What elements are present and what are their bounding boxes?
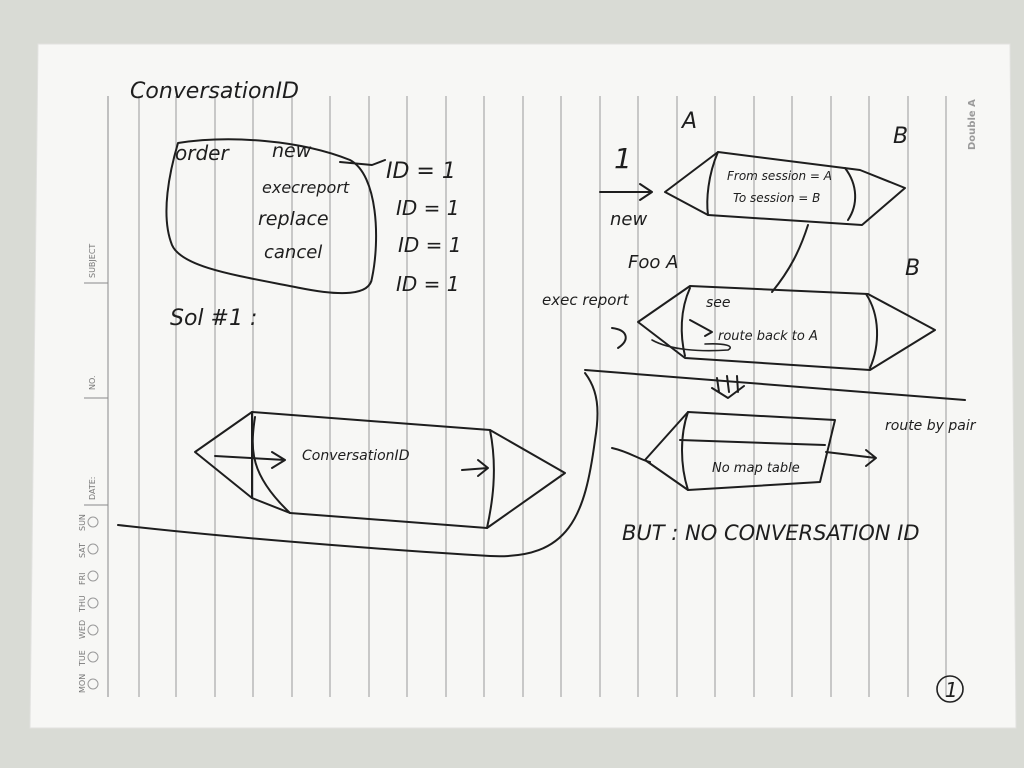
session-label-b: B [893, 124, 908, 149]
weekday-label: TUE [78, 650, 87, 667]
enclosure-curve [117, 372, 599, 558]
new-to-id-arrow [339, 159, 386, 166]
subject-label: SUBJECT [88, 244, 97, 278]
left-sweep [611, 447, 651, 463]
session-link-curve [771, 224, 809, 293]
route-back-text: route back to A [718, 329, 818, 344]
map-table-inner [681, 411, 689, 491]
id-value: ID = 1 [396, 272, 460, 296]
message-type-cancel: cancel [264, 242, 322, 263]
weekday-circle [87, 597, 99, 609]
route-pair-arrow [825, 449, 877, 467]
id-value: ID = 1 [396, 196, 460, 220]
date-label: DATE: [88, 476, 97, 500]
weekday-circle [87, 543, 99, 555]
page-number: 1 [945, 678, 958, 702]
weekday-label: SUN [78, 514, 87, 531]
session-label-a: A [680, 109, 697, 134]
weekday-label: SAT [78, 543, 87, 558]
weekday-circle [87, 678, 99, 690]
weekday-circle [87, 624, 99, 636]
message-type-execreport: execreport [262, 178, 350, 197]
message-type-replace: replace [258, 208, 329, 230]
see-text: see [706, 295, 731, 311]
session-pipe-middle-right [865, 293, 879, 369]
no-label: NO. [88, 376, 97, 391]
session-label-b2: B [905, 256, 920, 281]
pipe-arrow-in [214, 451, 286, 469]
pipe-arrow-out [461, 459, 489, 477]
from-session: From session = A [727, 169, 832, 183]
to-session: To session = B [733, 191, 820, 205]
session-pipe-top [664, 151, 906, 226]
map-table-top [679, 439, 826, 446]
down-arrows [711, 375, 745, 399]
foo-label: Foo A [628, 252, 678, 273]
id-value: ID = 1 [386, 159, 456, 184]
message-types-blob [165, 138, 378, 295]
exec-label: exec report [542, 291, 630, 309]
pipe-right-cap [486, 429, 495, 529]
but-note: BUT : NO CONVERSATION ID [622, 521, 920, 545]
weekday-label: THU [78, 595, 87, 613]
route-by-pair: route by pair [885, 418, 977, 434]
label-new: new [610, 209, 647, 230]
weekday-label: WED [78, 620, 87, 639]
route-back-arrow [689, 319, 713, 337]
brand-logo: Double A [967, 99, 978, 150]
notes-title: ConversationID [130, 79, 299, 104]
new-arrow [599, 183, 653, 201]
message-type-order: order [175, 141, 230, 165]
exec-arrow [611, 327, 627, 349]
session-pipe-top-inner [706, 151, 719, 216]
weekday-circle [87, 516, 99, 528]
session-pipe-top-right [844, 167, 857, 221]
solution-label: Sol #1 : [170, 306, 257, 331]
weekday-circle [87, 570, 99, 582]
weekday-checklist: MON TUE WED THU FRI SAT SUN [78, 514, 99, 693]
route-back-scribble [651, 339, 731, 352]
pipe-label: ConversationID [302, 448, 410, 464]
page-number-circle [936, 675, 964, 703]
divider-line [584, 369, 966, 401]
weekday-label: MON [78, 674, 87, 693]
pipe-left-curve [251, 416, 291, 514]
ruled-lines [138, 96, 947, 697]
message-type-new: new [272, 140, 312, 162]
weekday-circle [87, 651, 99, 663]
label-one: 1 [614, 142, 632, 175]
id-value: ID = 1 [398, 233, 462, 257]
pipe-left-cap [194, 411, 253, 499]
no-map-table: No map table [712, 461, 800, 476]
map-table-pipe [644, 411, 836, 491]
weekday-label: FRI [78, 572, 87, 585]
session-pipe-middle [637, 285, 936, 371]
